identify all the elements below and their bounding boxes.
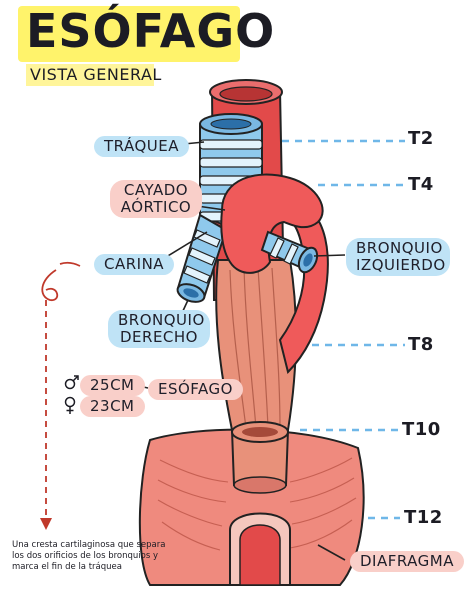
label-right-bronchus: BRONQUIO DERECHO [108,310,210,348]
label-diaphragm: DIAFRAGMA [350,551,465,572]
label-aortic-arch: CAYADO AÓRTICO [110,180,202,218]
level-t12: T12 [404,507,443,528]
label-esophagus: ESÓFAGO [148,379,243,400]
label-aortic-arch-line1: CAYADO [123,181,189,199]
carina-note: Una cresta cartilaginosa que separa los … [12,540,166,572]
label-length-female: 23CM [80,396,145,417]
left-bronchus [260,230,319,274]
label-left-bronchus-line1: BRONQUIO [356,239,443,257]
title-highlight [18,6,240,62]
level-t8: T8 [408,334,434,355]
aortic-arch [220,173,324,274]
vertebral-level-lines [282,139,405,520]
label-length-male: 25CM [80,375,145,396]
page-title: ESÓFAGO [26,4,276,58]
label-trachea: TRÁQUEA [94,136,189,157]
subtitle-highlight [26,64,154,86]
label-right-bronchus-line2: DERECHO [120,328,198,346]
level-t2: T2 [408,128,434,149]
level-t4: T4 [408,174,434,195]
label-aortic-arch-line2: AÓRTICO [120,198,192,216]
label-left-bronchus: BRONQUIO IZQUIERDO [346,238,450,276]
level-t10: T10 [402,419,441,440]
label-left-bronchus-line2: IZQUIERDO [356,256,446,274]
label-carina: CARINA [94,254,175,275]
right-bronchus [176,213,228,303]
male-icon [64,375,79,390]
female-icon [64,396,76,414]
label-right-bronchus-line1: BRONQUIO [118,311,205,329]
page-subtitle: VISTA GENERAL [30,65,162,84]
note-arrow [40,261,81,530]
